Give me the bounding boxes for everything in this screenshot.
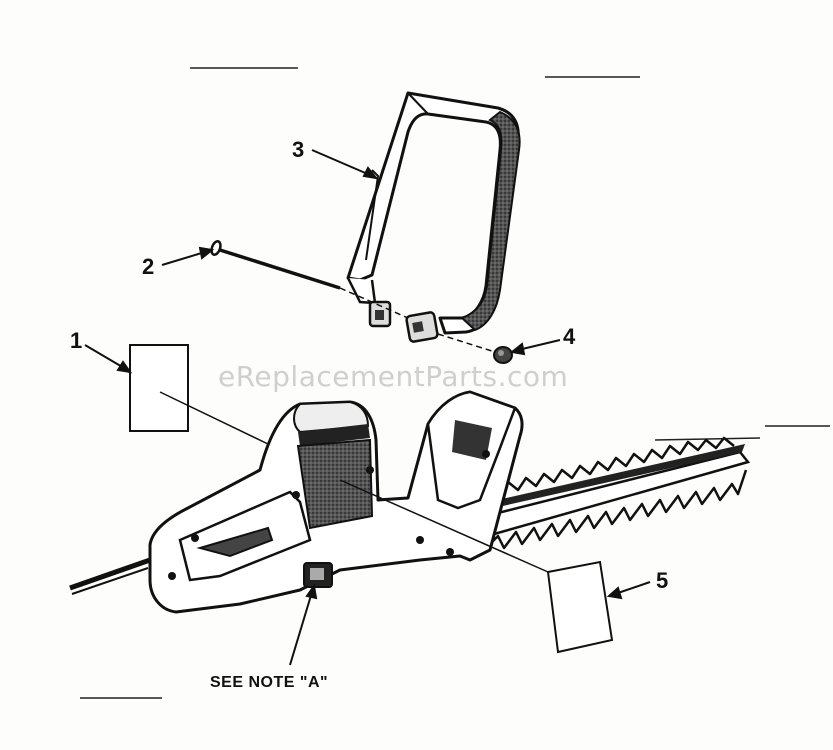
- handle-guard: [346, 91, 521, 343]
- callout-3: 3: [292, 137, 305, 162]
- trimmer-body: [148, 390, 524, 614]
- callout-1: 1: [70, 328, 83, 353]
- leader-lines: [84, 149, 651, 666]
- cutter-blade: [468, 436, 751, 550]
- callout-4: 4: [563, 324, 576, 349]
- nut: [437, 333, 513, 364]
- power-cord: [69, 557, 151, 595]
- callout-2: 2: [142, 254, 155, 279]
- scan-marks: [80, 67, 830, 699]
- label-decal-1: [129, 344, 189, 432]
- callout-5: 5: [656, 568, 669, 593]
- see-note-label: SEE NOTE "A": [210, 674, 329, 691]
- label-decal-5: [546, 560, 614, 654]
- bolt: [210, 240, 409, 319]
- watermark-text: eReplacementParts.com: [218, 360, 569, 393]
